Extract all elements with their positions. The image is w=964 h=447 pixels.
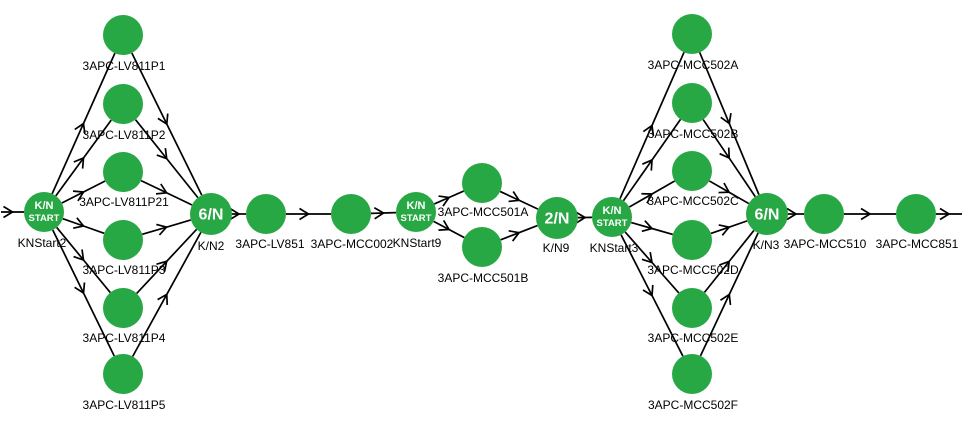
node-label-mcc502d: 3APC-MCC502D (647, 263, 739, 277)
node-knstart9[interactable] (396, 192, 436, 232)
node-label-mcc502b: 3APC-MCC502B (648, 127, 739, 141)
edge-mcc502a-to-kn3 (698, 52, 760, 195)
node-mcc501b[interactable] (462, 227, 502, 267)
edge-mcc502f-to-kn3 (699, 232, 759, 357)
node-label-mcc502e: 3APC-MCC502E (648, 331, 739, 345)
edge-mcc502c-to-kn3 (708, 180, 750, 205)
node-label-lv811p1: 3APC-LV811P1 (83, 59, 166, 73)
node-label-lv811p3: 3APC-LV811P3 (83, 263, 166, 277)
node-mcc501a[interactable] (462, 163, 502, 203)
edge-lv811p4-to-kn2 (136, 228, 198, 294)
node-mcc502f[interactable] (672, 354, 712, 394)
edge-knstart9-to-mcc501b (433, 219, 465, 239)
node-lv811p2[interactable] (103, 84, 143, 124)
labels-layer: K/NSTARTKNStart23APC-LV811P13APC-LV811P2… (18, 58, 959, 412)
start-node-text-kn-knstart2: K/N (35, 200, 54, 212)
node-label-mcc002: 3APC-MCC002 (311, 237, 394, 251)
node-label-knstart3: KNStart3 (590, 241, 639, 255)
edge-knstart3-to-mcc502c (628, 180, 676, 208)
node-label-knstart9: KNStart9 (393, 236, 442, 250)
start-node-text-start-knstart3: START (597, 218, 628, 229)
edge-knstart9-to-mcc501a (433, 190, 465, 207)
node-mcc502b[interactable] (672, 83, 712, 123)
edge-mcc501a-to-kn9 (499, 190, 539, 210)
node-kn2[interactable] (190, 193, 232, 235)
node-lv811p21[interactable] (103, 152, 143, 192)
node-label-kn3: K/N3 (753, 238, 780, 252)
edge-lv811p21-to-kn2 (140, 179, 193, 206)
edge-knstart2-to-lv811p4 (56, 226, 111, 294)
node-lv851[interactable] (246, 194, 286, 234)
node-knstart2[interactable] (24, 192, 64, 232)
edge-knstart3-to-mcc502d (630, 220, 674, 236)
node-knstart3[interactable] (592, 197, 632, 237)
edge-knstart3-to-mcc502a (619, 51, 685, 200)
node-label-mcc510: 3APC-MCC510 (784, 237, 867, 251)
node-lv811p3[interactable] (103, 220, 143, 260)
edge-knstart2-to-lv811p1 (51, 52, 116, 195)
node-label-kn2: K/N2 (198, 239, 225, 253)
edge-lv811p1-to-kn2 (131, 52, 203, 196)
node-kn9[interactable] (536, 197, 578, 239)
node-label-lv811p21: 3APC-LV811P21 (79, 195, 169, 209)
node-mcc502a[interactable] (672, 14, 712, 54)
node-lv811p4[interactable] (103, 288, 143, 328)
edge-mcc502b-to-kn3 (702, 119, 756, 198)
nodes-layer (24, 14, 936, 394)
edge-lv811p3-to-kn2 (141, 219, 192, 236)
start-node-text-start-knstart9: START (401, 213, 432, 224)
start-node-text-kn-knstart9: K/N (407, 200, 426, 212)
node-kn3[interactable] (746, 193, 788, 235)
edge-mcc502e-to-kn3 (703, 229, 755, 293)
node-mcc502d[interactable] (672, 220, 712, 260)
node-mcc502e[interactable] (672, 288, 712, 328)
node-label-mcc501b: 3APC-MCC501B (438, 271, 529, 285)
node-label-lv811p4: 3APC-LV811P4 (83, 331, 166, 345)
edge-lv811p5-to-kn2 (131, 231, 202, 357)
node-mcc002[interactable] (331, 194, 371, 234)
node-mcc502c[interactable] (672, 151, 712, 191)
edge-mcc501b-to-kn9 (500, 224, 538, 242)
edge-knstart2-to-lv811p5 (52, 229, 115, 357)
node-label-kn9: K/N9 (543, 241, 570, 255)
node-label-mcc501a: 3APC-MCC501A (438, 205, 529, 219)
node-lv811p5[interactable] (103, 354, 143, 394)
node-label-mcc502f: 3APC-MCC502F (648, 398, 738, 412)
gate-vote-text-kn2: 6/N (199, 207, 224, 224)
node-label-mcc851: 3APC-MCC851 (876, 237, 959, 251)
edge-knstart2-to-lv811p3 (62, 217, 105, 235)
edge-knstart3-to-mcc502e (624, 231, 680, 294)
start-node-text-kn-knstart3: K/N (603, 205, 622, 217)
node-label-lv851: 3APC-LV851 (235, 237, 304, 251)
edges-layer (1, 51, 962, 357)
edge-knstart2-to-lv811p2 (55, 119, 112, 197)
edge-lv811p2-to-kn2 (134, 119, 199, 199)
node-mcc851[interactable] (896, 194, 936, 234)
node-label-lv811p2: 3APC-LV811P2 (83, 128, 166, 142)
edge-knstart3-to-mcc502b (622, 118, 682, 202)
node-label-mcc502c: 3APC-MCC502C (647, 194, 739, 208)
node-label-lv811p5: 3APC-LV811P5 (83, 398, 166, 412)
node-lv811p1[interactable] (103, 15, 143, 55)
edge-mcc502d-to-kn3 (710, 220, 748, 236)
start-node-text-start-knstart2: START (29, 213, 60, 224)
gate-vote-text-kn3: 6/N (755, 207, 780, 224)
node-mcc510[interactable] (804, 194, 844, 234)
edge-knstart3-to-mcc502f (620, 234, 684, 357)
node-label-mcc502a: 3APC-MCC502A (648, 58, 739, 72)
edge-mcc002-to-knstart9 (370, 207, 397, 220)
gate-vote-text-kn9: 2/N (545, 211, 570, 228)
node-label-knstart2: KNStart2 (18, 236, 67, 250)
edge-knstart2-to-lv811p21 (61, 180, 106, 204)
